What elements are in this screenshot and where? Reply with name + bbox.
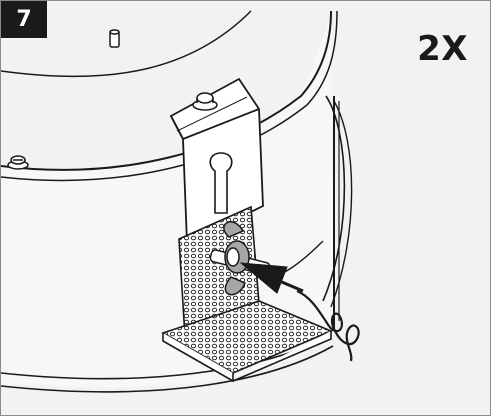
insert-arrow-icon: [239, 262, 304, 294]
perforated-plate-icon: [161, 205, 334, 383]
step-number-badge: 7: [1, 1, 47, 38]
quantity-label: 2X: [417, 29, 468, 69]
screw-icon: [109, 29, 120, 48]
spring-icon: [296, 289, 360, 362]
screw-icon: [192, 92, 218, 111]
screw-icon: [7, 155, 29, 170]
bracket-icon: [169, 77, 264, 245]
